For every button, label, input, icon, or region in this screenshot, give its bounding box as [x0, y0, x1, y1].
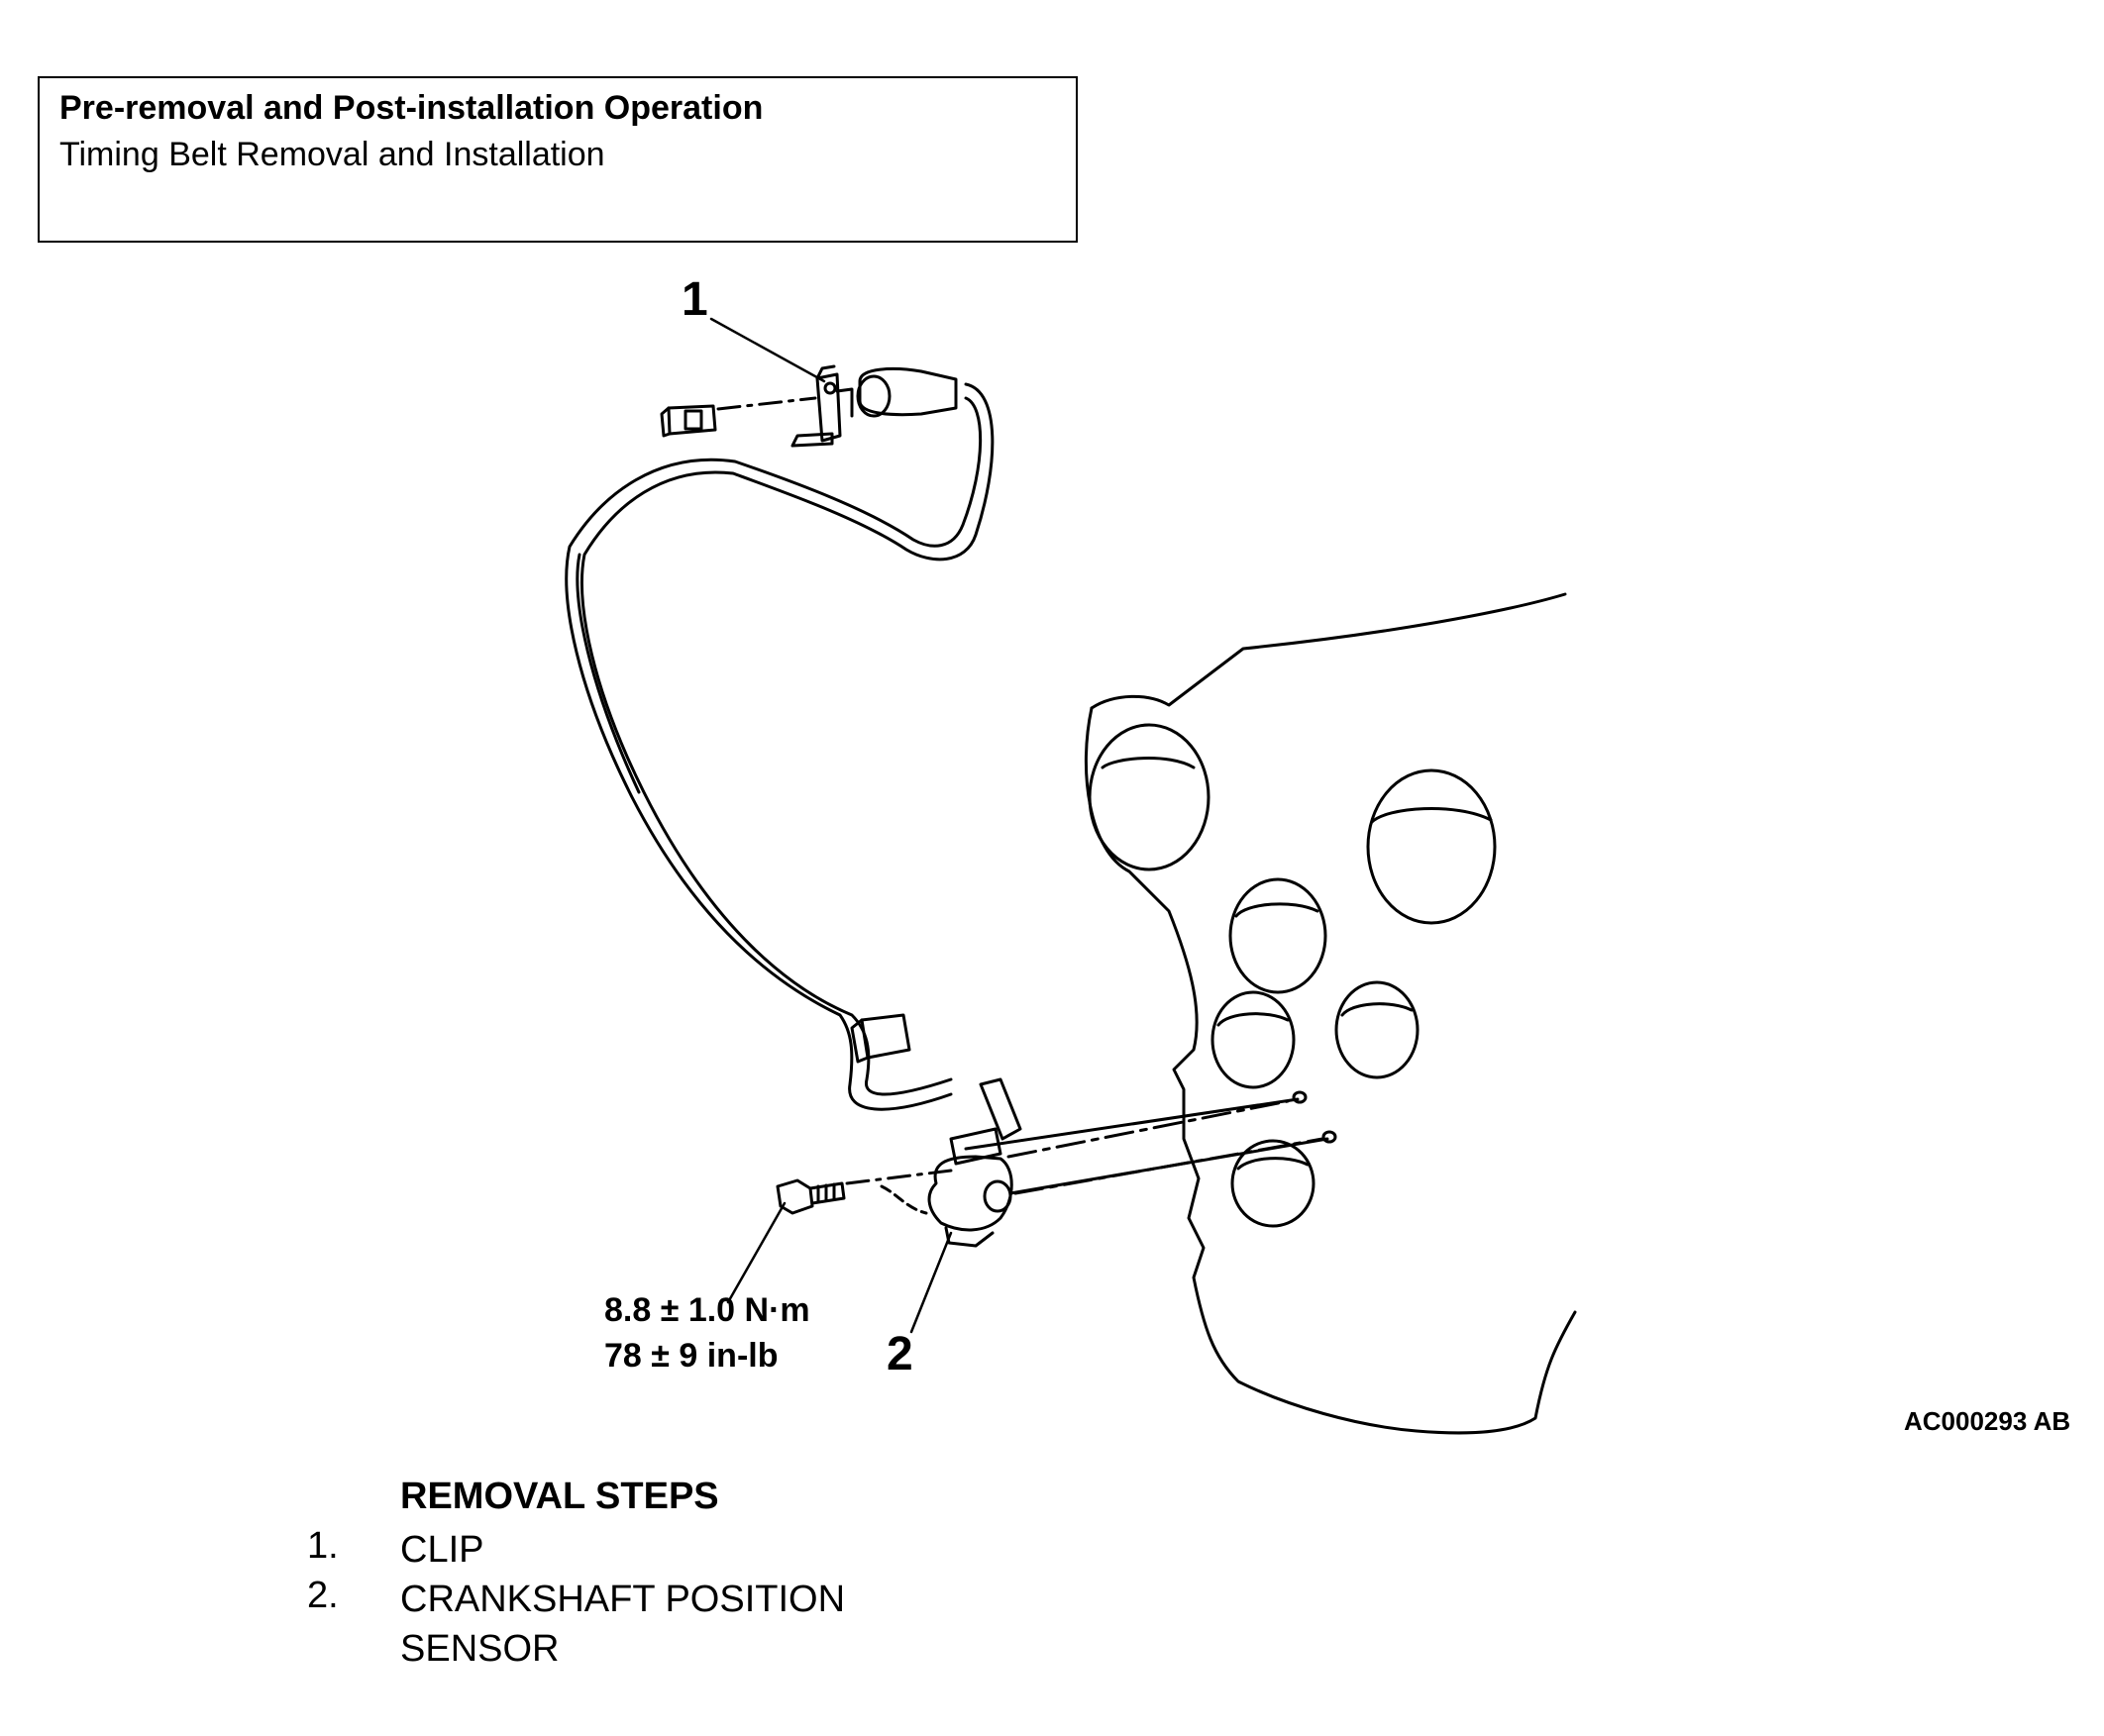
leader-lines	[709, 317, 953, 1334]
clip-assembly	[660, 364, 958, 448]
operation-box: Pre-removal and Post-installation Operat…	[38, 76, 1078, 243]
torque-metric: 8.8 ± 1.0 N·m	[604, 1291, 810, 1329]
engine-block	[1084, 592, 1577, 1435]
crankshaft-position-sensor	[927, 1077, 1337, 1248]
leader-1	[709, 317, 826, 383]
figure-id: AC000293 AB	[1904, 1406, 2071, 1436]
sensor-bolt	[776, 1169, 953, 1215]
leader-2	[909, 1231, 953, 1334]
step-text: CLIP	[400, 1529, 484, 1571]
step-number: 1.	[307, 1525, 339, 1567]
callout-1: 1	[682, 273, 708, 326]
torque-imperial: 78 ± 9 in-lb	[604, 1337, 779, 1375]
operation-title: Pre-removal and Post-installation Operat…	[59, 89, 764, 127]
torque-spec: 8.8 ± 1.0 N·m 78 ± 9 in-lb	[604, 1287, 810, 1379]
operation-subtitle: Timing Belt Removal and Installation	[59, 136, 605, 173]
callout-2: 2	[887, 1328, 913, 1380]
cable-holder	[850, 1013, 911, 1064]
removal-steps-title: REMOVAL STEPS	[400, 1476, 719, 1517]
step-number: 2.	[307, 1575, 339, 1616]
step-text: CRANKSHAFT POSITION SENSOR	[400, 1579, 846, 1670]
sensor-harness	[565, 382, 995, 1111]
leader-torque	[726, 1201, 787, 1304]
